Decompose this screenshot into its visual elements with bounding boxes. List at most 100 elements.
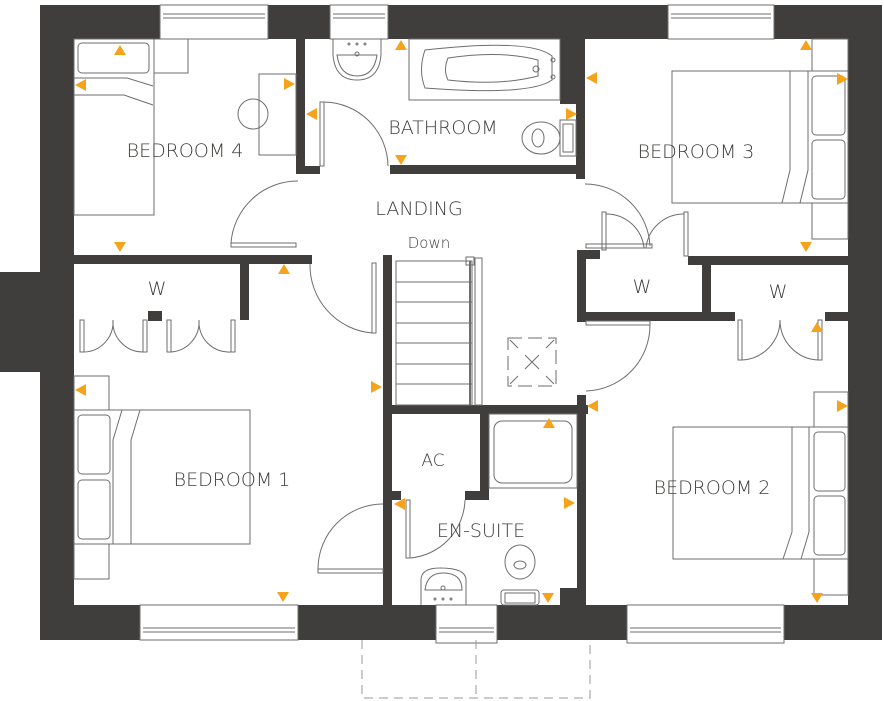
- fixtures: [73, 38, 849, 606]
- wall-exterior-right: [848, 5, 882, 640]
- bed-bedroom2: [672, 426, 849, 560]
- stairs-direction-label: Down: [408, 234, 451, 252]
- wall-stair-left: [383, 255, 392, 605]
- window-bed2: [626, 604, 785, 644]
- room-label-wardrobe-right: W: [769, 281, 788, 303]
- room-label-bathroom: BATHROOM: [388, 117, 497, 139]
- marker-down-icon: [811, 593, 823, 603]
- doors-wardrobe-right: [737, 319, 823, 361]
- wall-exterior-top: [774, 5, 882, 39]
- marker-left-icon: [586, 72, 597, 84]
- shower-tray: [488, 413, 578, 489]
- windows: [139, 4, 785, 644]
- room-label-bedroom2: BEDROOM 2: [654, 477, 771, 499]
- room-label-bedroom3: BEDROOM 3: [638, 141, 755, 163]
- wall-wardrobe-stub: [148, 311, 162, 321]
- bedside-table-bed4: [153, 38, 189, 74]
- toilet-ensuite: [500, 544, 540, 606]
- window-bed4: [159, 4, 269, 40]
- bedside-table-bed1-top: [73, 375, 110, 411]
- chimney-breast: [0, 272, 42, 372]
- wall-ensuite-right: [577, 395, 586, 605]
- wall-bath-bed3: [576, 39, 585, 179]
- bed-bedroom1: [73, 409, 251, 545]
- wall-exterior-bottom: [497, 605, 627, 640]
- window-ensuite: [435, 604, 498, 644]
- room-label-bedroom4: BEDROOM 4: [127, 140, 244, 162]
- wall-ac-stub: [465, 491, 489, 500]
- room-label-bedroom1: BEDROOM 1: [174, 469, 291, 491]
- room-label-ensuite: EN-SUITE: [437, 520, 525, 542]
- marker-up-icon: [114, 45, 126, 55]
- marker-right-icon: [837, 400, 848, 412]
- marker-right-icon: [284, 78, 295, 90]
- marker-right-icon: [371, 381, 382, 393]
- marker-right-icon: [837, 73, 848, 85]
- marker-right-icon: [566, 108, 577, 120]
- marker-down-icon: [800, 242, 812, 252]
- wall-ac-stub-left: [383, 491, 401, 500]
- wall-bed3-bottom-left: [578, 250, 600, 259]
- marker-down-icon: [542, 593, 554, 603]
- door-bedroom3: [584, 183, 651, 247]
- bath-tub: [408, 38, 561, 101]
- marker-up-icon: [278, 264, 290, 274]
- bedside-table-bed3-top: [811, 38, 849, 72]
- wall-wardrobe-left: [240, 262, 249, 320]
- wall-bed4-bath-stub: [296, 166, 320, 174]
- basin-ensuite: [420, 567, 467, 605]
- wall-wardrobe-mid-bottom: [577, 312, 735, 321]
- staircase: [395, 256, 483, 406]
- door-bedroom2: [585, 320, 651, 392]
- bedside-table-bed2-bottom: [813, 558, 849, 596]
- window-bed1: [139, 604, 299, 641]
- wall-wardrobe-mid-left: [577, 250, 586, 322]
- room-labels: BEDROOM 4 BATHROOM BEDROOM 3 LANDING Dow…: [127, 117, 788, 542]
- bed-bedroom4: [73, 38, 155, 216]
- window-bathroom: [329, 4, 389, 40]
- marker-up-icon: [395, 40, 407, 50]
- wall-exterior-bottom: [40, 605, 140, 640]
- dimension-markers: [75, 40, 848, 603]
- wall-exterior-bottom: [298, 605, 436, 640]
- room-label-landing: LANDING: [375, 198, 462, 220]
- doors-wardrobe-left: [79, 319, 236, 353]
- wall-exterior-top: [40, 5, 160, 39]
- marker-right-icon: [564, 497, 575, 509]
- wall-bed3-bottom: [688, 256, 848, 265]
- toilet-bathroom: [521, 119, 577, 157]
- chair-bedroom4: [237, 98, 269, 130]
- marker-down-icon: [114, 242, 126, 252]
- door-bedroom4: [230, 180, 299, 248]
- room-label-airing-cupboard: AC: [421, 451, 444, 471]
- room-label-wardrobe-left: W: [148, 278, 167, 300]
- marker-left-icon: [587, 400, 598, 412]
- marker-left-icon: [394, 498, 405, 510]
- bedside-table-bed3-bottom: [811, 202, 849, 240]
- bed-bedroom3: [671, 70, 849, 204]
- wall-bed4-bath: [296, 39, 305, 169]
- door-bathroom: [319, 101, 389, 167]
- wall-ensuite-corner: [560, 588, 580, 608]
- marker-up-icon: [811, 322, 823, 332]
- marker-up-icon: [543, 418, 555, 428]
- marker-left-icon: [75, 384, 86, 396]
- door-wardrobe-mid: [585, 211, 689, 257]
- wall-exterior-left: [40, 5, 74, 640]
- bedside-table-bed2-top: [813, 391, 849, 428]
- doors: [79, 101, 823, 574]
- marker-down-icon: [277, 592, 289, 602]
- door-ensuite: [405, 499, 466, 559]
- door-bedroom1: [317, 503, 384, 574]
- window-bed3: [667, 4, 775, 40]
- wall-wardrobe-right-bottom: [825, 312, 848, 321]
- wall-exterior-bottom: [784, 605, 882, 640]
- walls: [0, 5, 882, 640]
- wall-exterior-top: [388, 5, 668, 39]
- loft-hatch-icon: [507, 337, 557, 387]
- porch-canopy-outline: [361, 640, 591, 699]
- wall-bath-bottom: [390, 165, 585, 174]
- marker-up-icon: [800, 40, 812, 50]
- room-label-wardrobe-mid: W: [633, 276, 652, 298]
